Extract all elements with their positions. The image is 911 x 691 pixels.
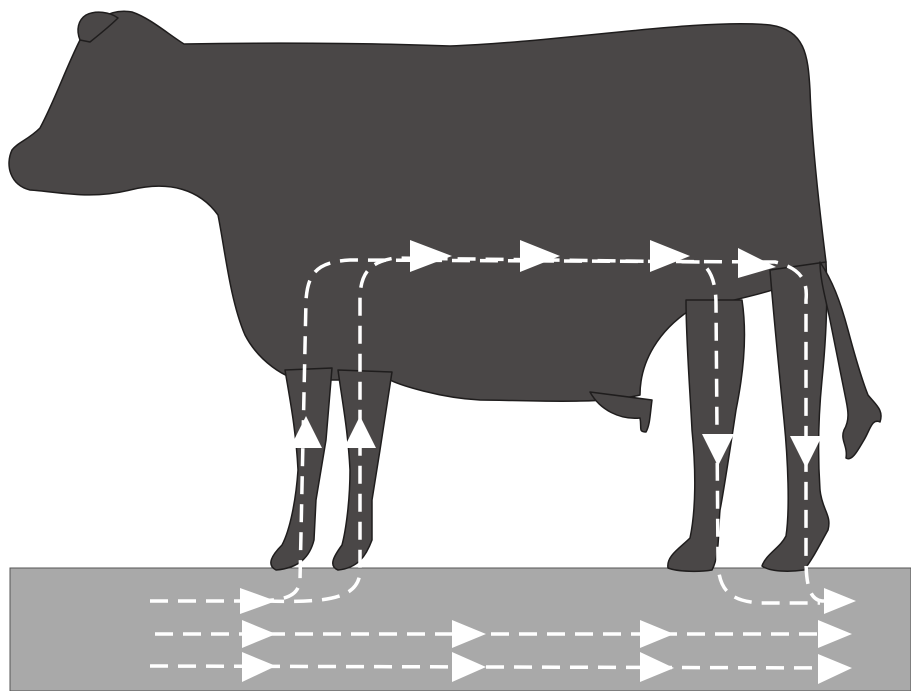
- cow-tail: [820, 262, 881, 459]
- cow-front-leg-right: [333, 370, 392, 570]
- cow-udder: [590, 392, 652, 432]
- cow-hind-leg-right: [762, 262, 829, 571]
- cow-silhouette: [9, 11, 881, 571]
